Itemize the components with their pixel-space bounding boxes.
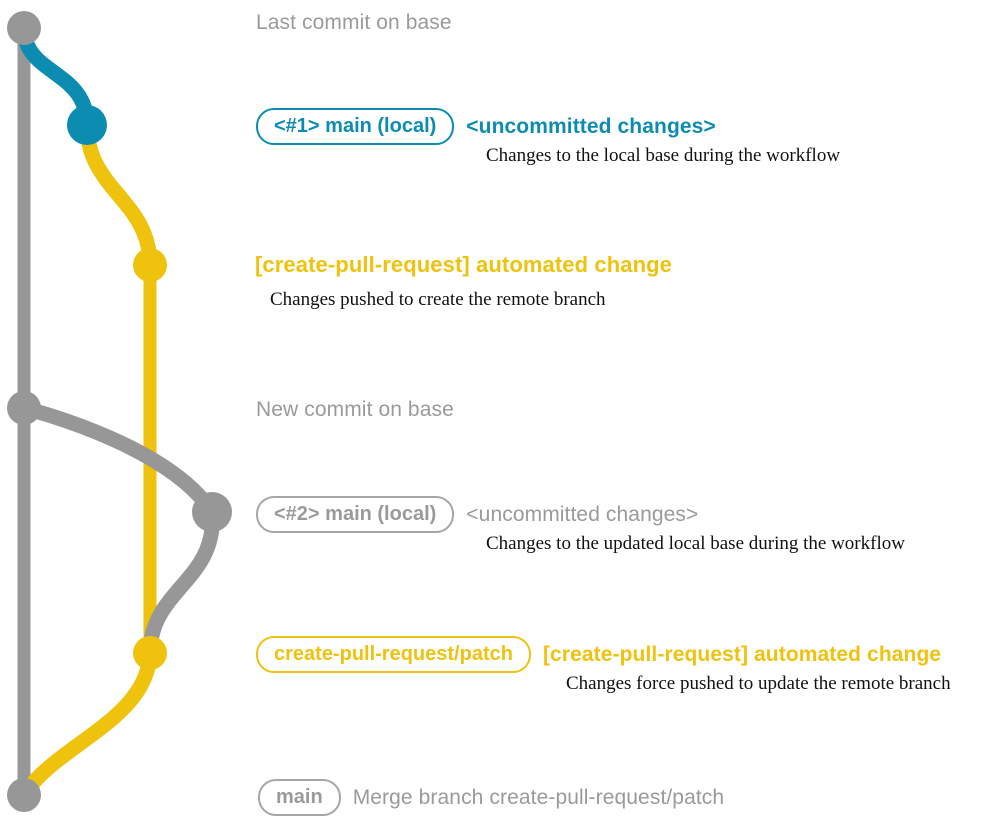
commit-subject-local-2: <uncommitted changes>	[466, 502, 699, 526]
branch-pill-main-local-2[interactable]: <#2> main (local)	[256, 496, 455, 533]
branch-pill-create-pull-request-patch[interactable]: create-pull-request/patch	[256, 636, 531, 673]
edge-patch-2-to-merge	[16, 645, 158, 803]
commit-node-base-new[interactable]	[7, 391, 41, 425]
branch-pill-main-local-1[interactable]: <#1> main (local)	[256, 108, 455, 145]
commit-subject-merge: Merge branch create-pull-request/patch	[352, 785, 725, 809]
row-new-commit-on-base: New commit on base	[256, 398, 454, 422]
row-local-1: <#1> main (local) <uncommitted changes>	[256, 108, 716, 145]
row-local-2: <#2> main (local) <uncommitted changes>	[256, 496, 698, 533]
commit-subject-patch-2: [create-pull-request] automated change	[542, 642, 942, 666]
commit-node-local-1[interactable]	[67, 105, 107, 145]
commit-node-base-merge[interactable]	[7, 778, 41, 812]
row-patch-2: create-pull-request/patch [create-pull-r…	[256, 636, 941, 673]
commit-node-local-2[interactable]	[192, 492, 232, 532]
commit-description-patch-1: Changes pushed to create the remote bran…	[270, 289, 606, 310]
commit-caption-last-on-base: Last commit on base	[256, 11, 452, 34]
row-patch-1: [create-pull-request] automated change	[255, 252, 672, 278]
edge-local-2-to-patch-2	[142, 504, 220, 661]
commit-caption-new-on-base: New commit on base	[256, 398, 454, 421]
commit-subject-local-1: <uncommitted changes>	[466, 114, 716, 138]
commit-description-local-1: Changes to the local base during the wor…	[486, 145, 841, 166]
commit-node-patch-2[interactable]	[133, 636, 167, 670]
row-merge: main Merge branch create-pull-request/pa…	[258, 779, 724, 816]
row-last-commit-on-base: Last commit on base	[256, 11, 452, 35]
edge-base-new-to-local-2	[16, 400, 220, 520]
edge-local-1-to-patch-1	[79, 117, 158, 273]
branch-pill-main[interactable]: main	[258, 779, 341, 816]
commit-subject-patch-1: [create-pull-request] automated change	[255, 252, 672, 277]
commit-node-base-last[interactable]	[7, 11, 41, 45]
commit-description-patch-2: Changes force pushed to update the remot…	[566, 673, 951, 694]
commit-description-local-2: Changes to the updated local base during…	[486, 533, 905, 554]
commit-node-patch-1[interactable]	[133, 248, 167, 282]
